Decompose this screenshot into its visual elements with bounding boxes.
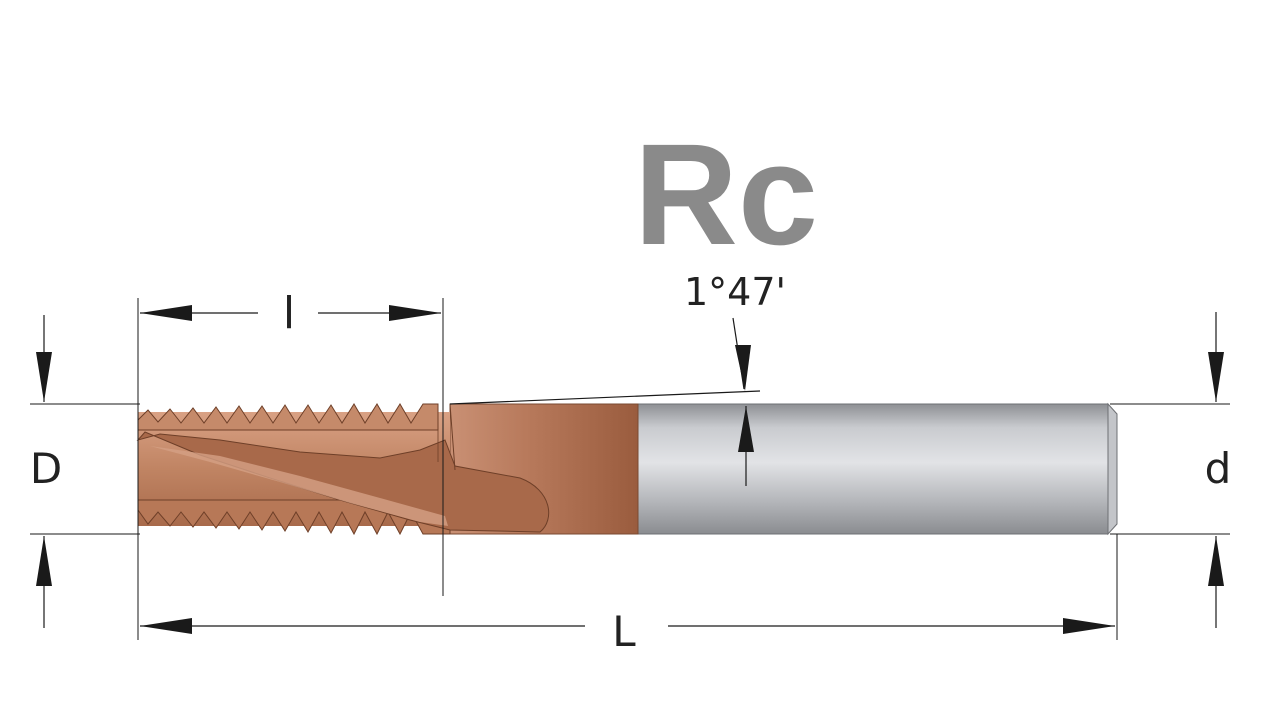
d-arrow-bottom [1208, 536, 1224, 586]
D-arrow-top [36, 352, 52, 402]
shank-diameter-label: d [1205, 444, 1232, 493]
l-arrow-right [389, 305, 441, 321]
dimensions [30, 298, 1230, 640]
flute-highlight [150, 446, 448, 526]
d-arrow-top [1208, 352, 1224, 402]
L-arrow-left [140, 618, 192, 634]
taper-line [449, 390, 761, 405]
shank [637, 403, 1109, 535]
overall-length-label: L [612, 607, 636, 656]
D-arrow-bottom [36, 536, 52, 586]
L-arrow-right [1063, 618, 1115, 634]
shank-chamfer [1107, 402, 1118, 536]
thread-mill-tool [136, 402, 1118, 536]
title-text: Rc [634, 114, 818, 275]
flute [136, 431, 550, 533]
thread-diameter-label: D [30, 444, 62, 493]
angle-label: 1°47' [684, 270, 786, 314]
neck-step [449, 403, 456, 471]
l-arrow-left [140, 305, 192, 321]
thread-teeth-top [137, 403, 439, 431]
angle-arrow-top [735, 345, 751, 391]
angle-arrow-bottom [738, 406, 754, 452]
thread-length-label: l [283, 288, 295, 339]
